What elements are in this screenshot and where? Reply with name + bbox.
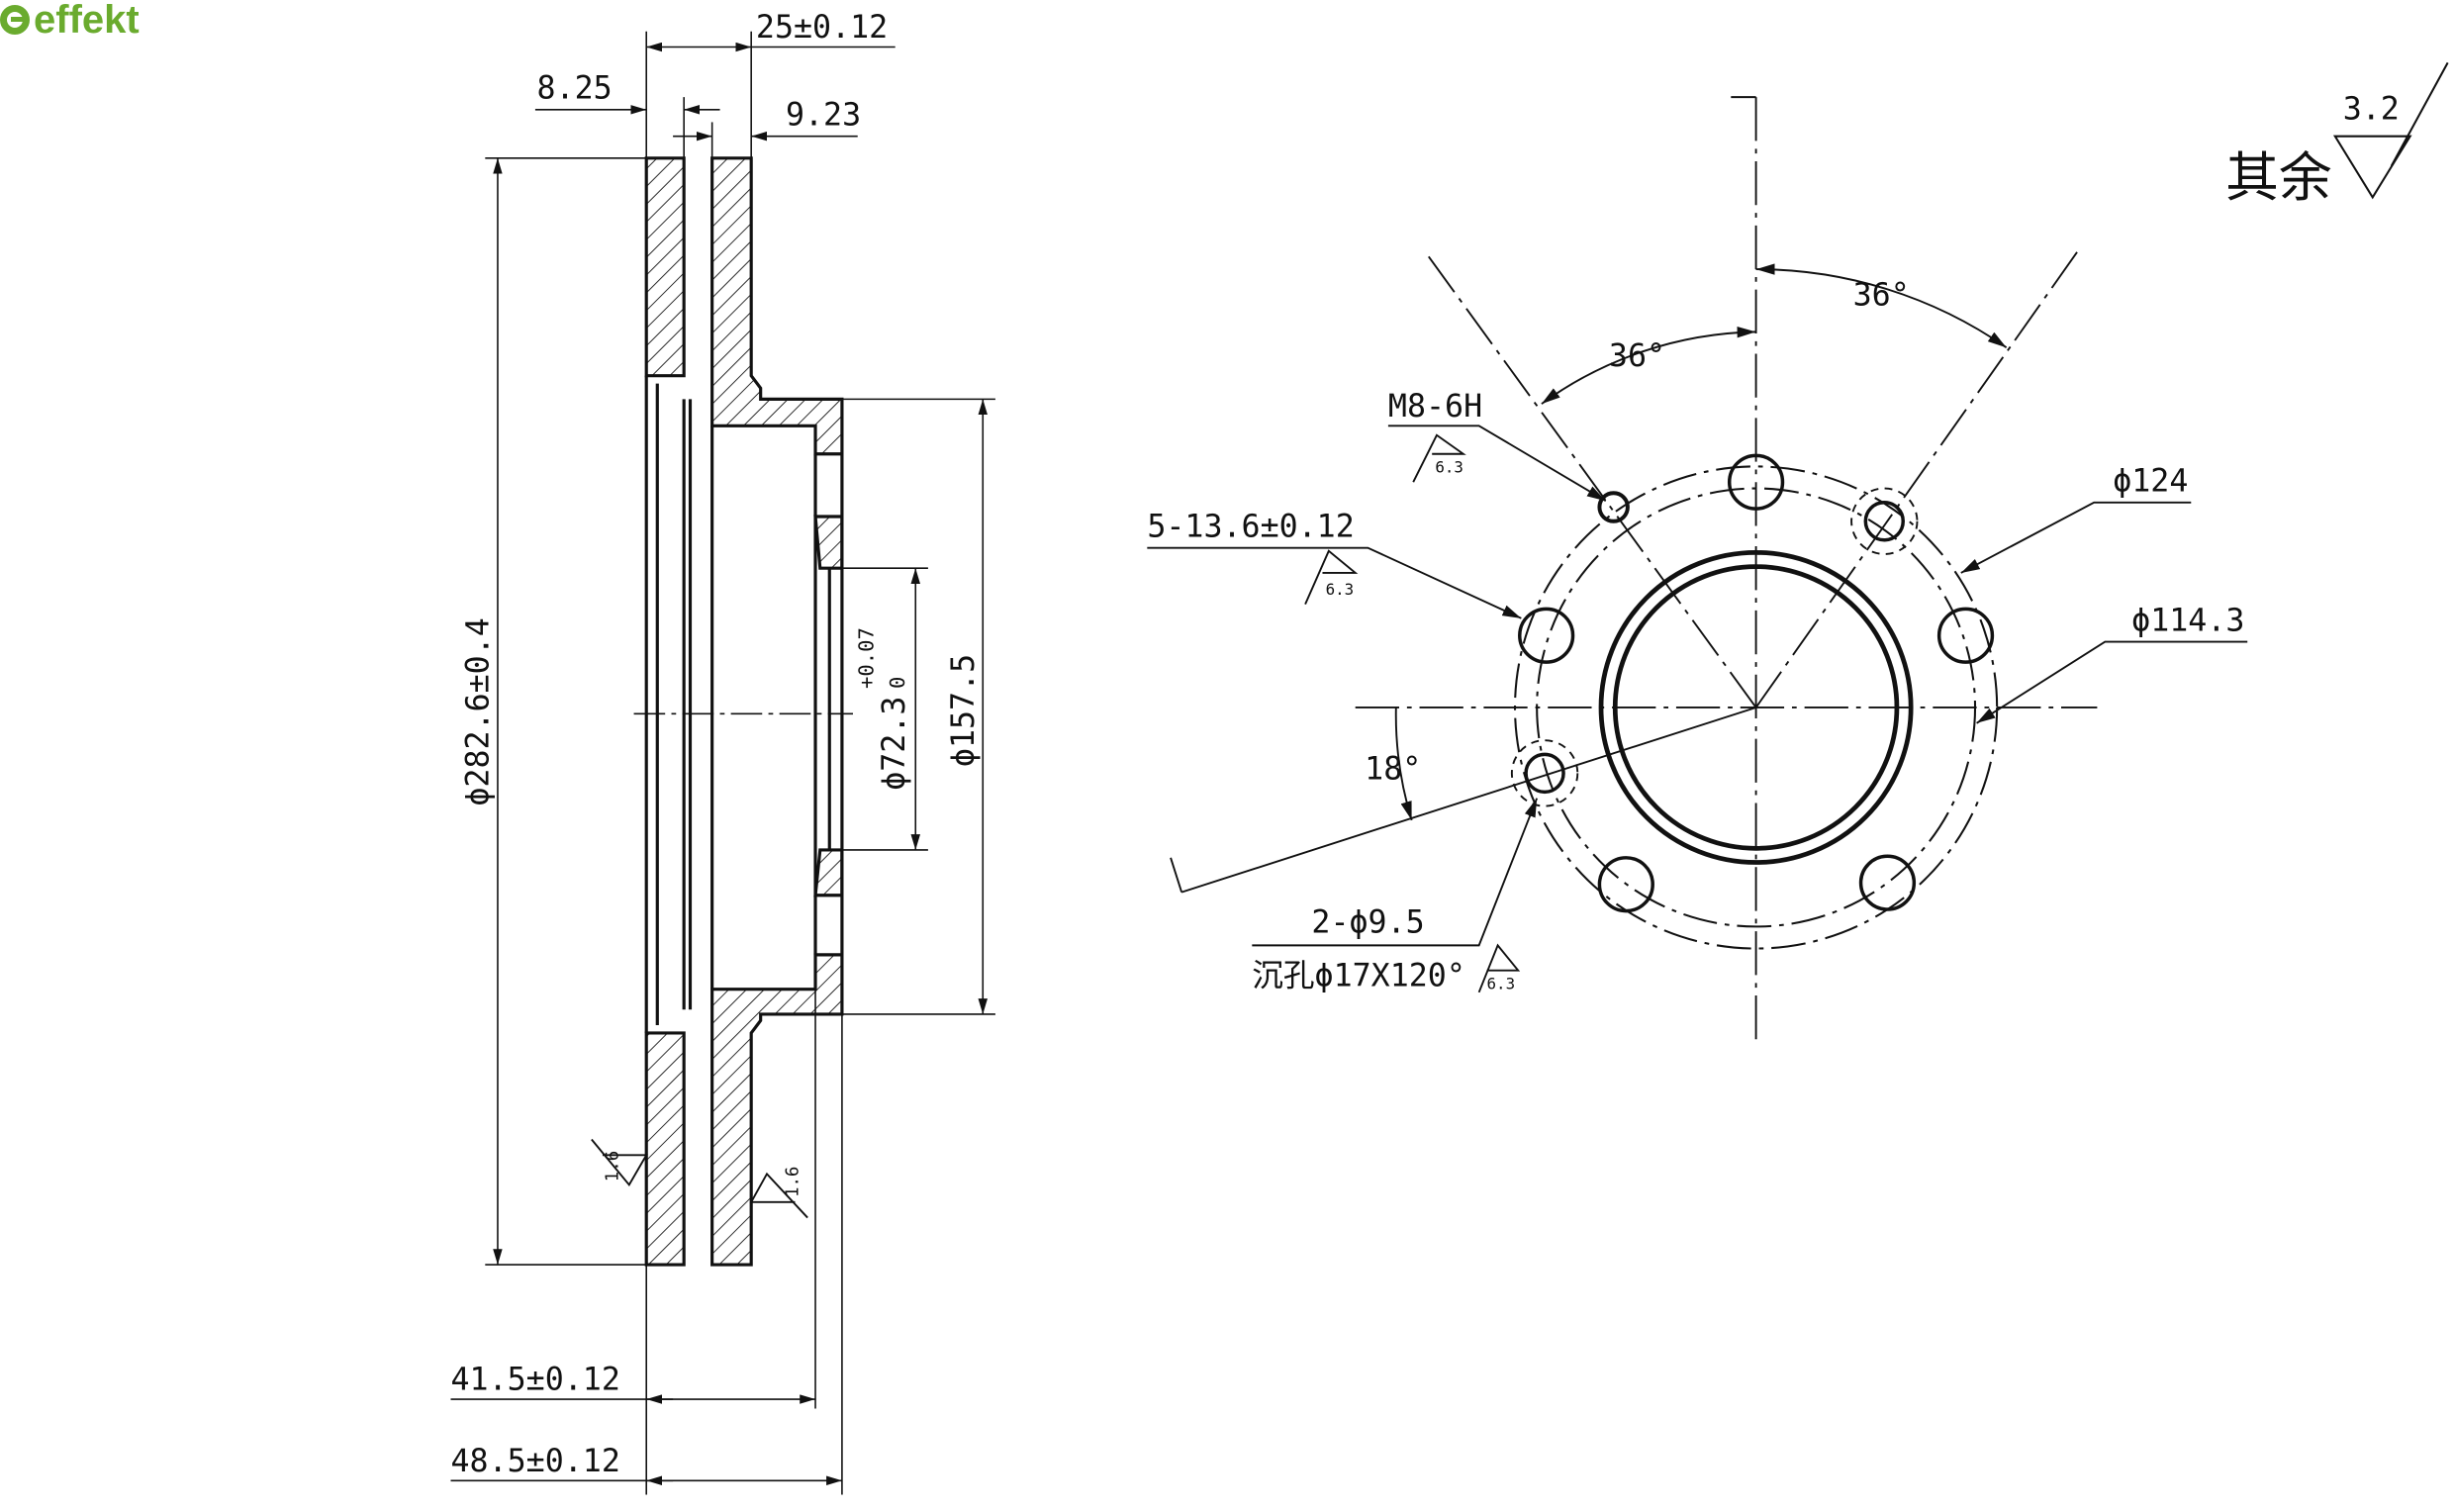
roughness-right: 1.6 [784,1167,803,1197]
dim-hat-depth-inner: 41.5±0.12 [451,1363,620,1398]
thread-label: M8-6H [1388,389,1482,425]
logo-mark-icon [0,5,30,35]
front-view [1147,61,2449,1046]
countersink-hole-1 [1863,501,1906,542]
countersink-detail-label: 沉孔ϕ17X120° [1252,958,1465,993]
left-friction-plate [644,156,686,378]
bolt-circle-label: ϕ124 [2113,464,2188,500]
dim-bore-diameter: ϕ72.3 [877,697,912,791]
dim-width: 25±0.12 [756,10,888,46]
dim-outer-diameter: ϕ282.6±0.4 [460,617,496,805]
side-section-view [450,31,995,1495]
dim-left-plate: 8.25 [537,71,613,107]
general-roughness-value: 3.2 [2343,91,2400,127]
dim-bore-tol-lower: 0 [886,677,909,689]
bore-outer [1598,550,1914,865]
pitch-circle-label: ϕ114.3 [2131,603,2244,638]
holes-roughness: 6.3 [1326,580,1355,599]
hat-section-top [710,156,844,456]
dim-hat-depth-outer: 48.5±0.12 [451,1444,620,1479]
countersink-count-label: 2-ϕ9.5 [1311,905,1424,941]
dim-right-plate: 9.23 [786,98,861,134]
angle-lower: 18° [1365,752,1421,788]
bolt-circle [1536,487,1977,928]
angle-left: 36° [1609,338,1665,374]
holes-label: 5-13.6±0.12 [1147,510,1354,545]
thread-roughness: 6.3 [1435,458,1463,477]
m8-thread-hole [1597,491,1630,523]
dim-hat-diameter: ϕ157.5 [946,654,982,767]
countersink-roughness: 6.3 [1487,975,1516,993]
effekt-logo: effekt [0,0,140,42]
countersink-hole-2 [1524,752,1565,795]
logo-text: effekt [34,0,140,42]
dim-bore-tol-upper: +0.07 [855,627,879,689]
hat-section-bottom [710,953,844,1267]
angle-right: 36° [1853,277,1910,313]
bore-inner [1612,564,1900,851]
bolt-holes [1518,453,1995,913]
general-roughness-label: 其余 [2225,146,2332,209]
roughness-left: 1.6 [604,1151,623,1181]
